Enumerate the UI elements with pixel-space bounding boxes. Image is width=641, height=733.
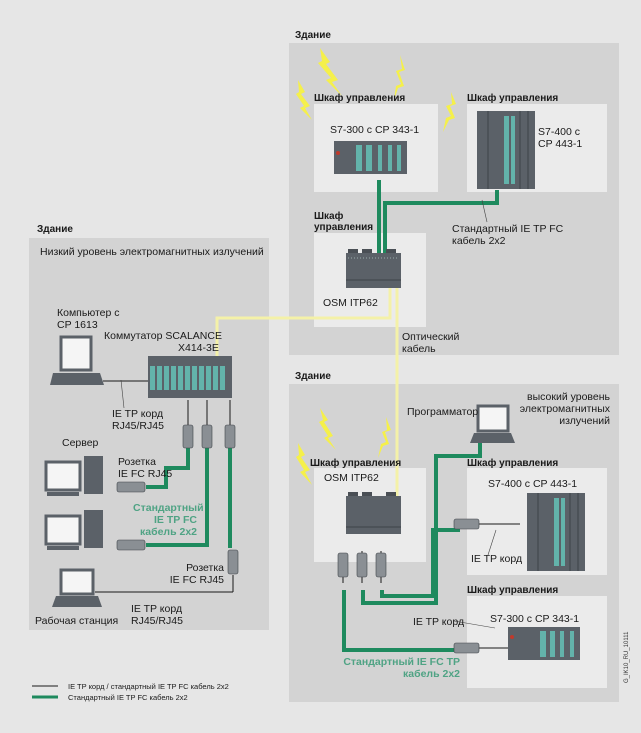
optical-cable-label: кабель (402, 343, 436, 355)
black-cords (95, 380, 520, 649)
building-left-label: Здание (37, 224, 73, 235)
green-cables (146, 180, 499, 652)
socket-label: IE FC RJ45 (169, 574, 224, 586)
lightning-icon (318, 48, 342, 96)
green-cable-label: кабель 2x2 (140, 526, 197, 538)
server-label: Сервер (62, 437, 99, 449)
cabinet-label: Шкаф управления (314, 93, 406, 104)
building-bottom-label: Здание (295, 371, 331, 382)
server-1 (44, 456, 103, 496)
device-label: CP 443-1 (538, 138, 583, 150)
lightning-icon (378, 417, 391, 458)
lightning-icon (296, 443, 312, 485)
cord-label: IE TP корд (112, 408, 164, 420)
emi-label: излучений (559, 415, 610, 427)
cabinet-label: Шкаф управления (467, 585, 559, 596)
s7400-top-device (477, 111, 535, 189)
cord-label: IE TP корд (413, 616, 465, 628)
device-label: S7-400 с (538, 126, 581, 138)
osm-top-device (346, 249, 401, 288)
cabinet-label: Шкаф управления (467, 93, 559, 104)
lightning-icon (319, 408, 336, 450)
computer-cp1613 (50, 335, 104, 385)
cord-label: RJ45/RJ45 (112, 420, 164, 432)
switch-label: X414-3E (178, 342, 219, 354)
socket-label: IE FC RJ45 (118, 468, 173, 480)
cabinet-label: Шкаф управления (310, 458, 402, 469)
socket-label: Розетка (186, 562, 224, 574)
optical-cable (215, 288, 399, 500)
device-label: OSM ITP62 (323, 297, 378, 309)
label-leaders (120, 199, 497, 629)
cable-label: кабель 2x2 (452, 235, 506, 247)
cabinet-label: Шкаф управления (467, 458, 559, 469)
programmer-label: Программатор (407, 406, 479, 418)
figure-id: G_IK10_RU_10111 (624, 631, 630, 683)
legend-thin-label: IE TP корд / стандартный IE TP FC кабель… (68, 682, 229, 691)
server-2 (44, 510, 103, 550)
cabinet-label: управления (314, 222, 374, 233)
green-cable-label: IE TP FC (154, 514, 197, 526)
cable-label: Стандартный IE TP FC (452, 223, 564, 235)
lightning-icon (443, 92, 456, 132)
cabinet-label: Шкаф (314, 211, 344, 222)
switch-label: Коммутатор SCALANCE (104, 330, 222, 342)
legend-thick-label: Стандартный IE TP FC кабель 2x2 (68, 693, 188, 702)
device-label: OSM ITP62 (324, 472, 379, 484)
building-top-label: Здание (295, 30, 331, 41)
green-cable-label: Стандартный IE FC TP (343, 656, 460, 668)
programmer-laptop (470, 404, 515, 443)
workstation-laptop (52, 568, 102, 607)
lightning-icons (296, 48, 456, 485)
green-cable-label: Стандартный (133, 502, 204, 514)
emi-label: высокий уровень (527, 391, 610, 403)
device-label: S7-300 с CP 343-1 (490, 613, 580, 625)
lightning-icon (296, 80, 312, 120)
device-label: S7-400 с CP 443-1 (488, 478, 578, 490)
socket-label: Розетка (118, 456, 156, 468)
emi-label: электромагнитных (519, 403, 610, 415)
cord-label: IE TP корд (131, 603, 183, 615)
pc-label: CP 1613 (57, 319, 98, 331)
s7400-bottom-device (527, 493, 585, 571)
socket-icons-bottom (337, 518, 480, 654)
pc-label: Компьютер с (57, 307, 120, 319)
workstation-label: Рабочая станция (35, 615, 119, 627)
lightning-icon (394, 55, 405, 100)
scalance-switch-device (148, 356, 232, 398)
cord-label: IE TP корд (471, 553, 523, 565)
emi-label: Низкий уровень электромагнитных излучени… (40, 246, 264, 258)
s7300-top-device (334, 141, 407, 174)
cord-label: RJ45/RJ45 (131, 615, 183, 627)
socket-icons (116, 424, 239, 575)
osm-bottom-device (346, 492, 401, 534)
green-cable-label: кабель 2x2 (403, 668, 460, 680)
optical-cable-label: Оптический (402, 331, 460, 343)
s7300-bottom-device (508, 627, 580, 660)
device-label: S7-300 с CP 343-1 (330, 124, 420, 136)
